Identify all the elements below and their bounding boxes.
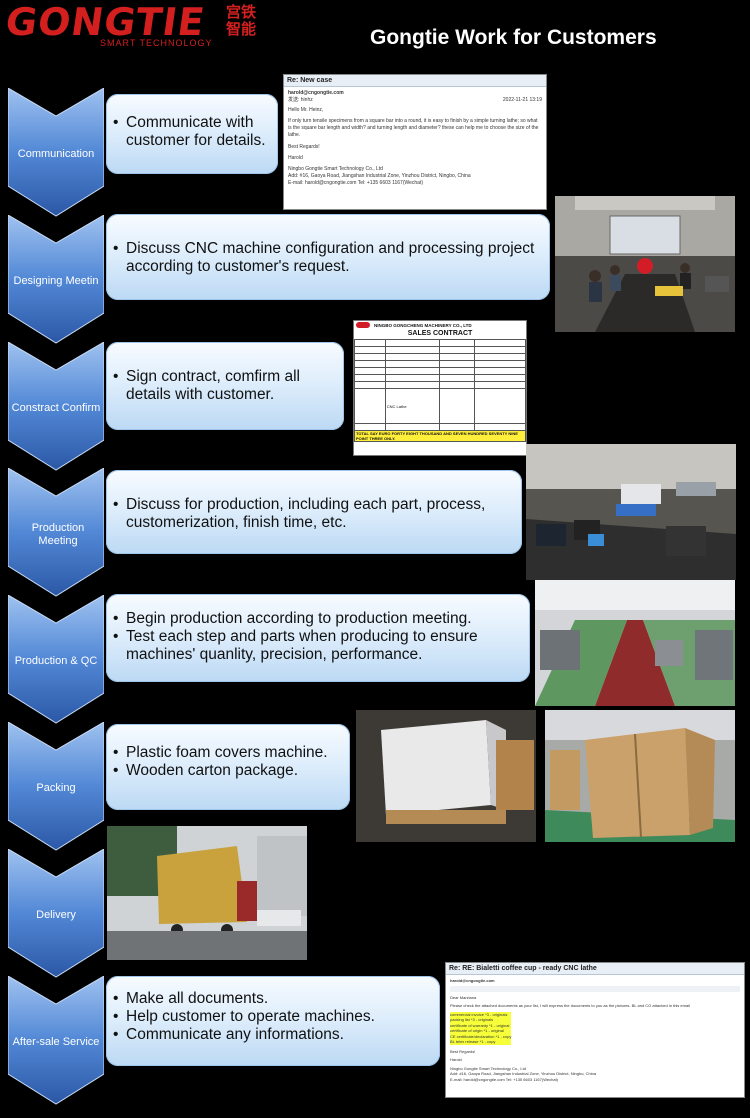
documents-email-screenshot: Re: RE: Bialetti coffee cup - ready CNC … [445, 962, 745, 1098]
bullet: Plastic foam covers machine. [113, 744, 350, 762]
step-chevron-designing: Designing Meetin [8, 215, 104, 345]
bullet: Begin production according to production… [113, 610, 530, 628]
email-address: Add: #16, Gaoya Road, Jiangshan Industri… [450, 1071, 597, 1076]
document-item: packing list *3 - originals [450, 1017, 494, 1022]
bullet: Make all documents. [113, 990, 440, 1008]
factory-floor-photo [535, 580, 735, 706]
email-date: 2022-11-21 13:19 [502, 97, 542, 103]
step-chevron-contract: Constract Confirm [8, 342, 104, 472]
step-panel-after-sale: Make all documents. Help customer to ope… [106, 976, 440, 1066]
email-subject: Re: RE: Bialetti coffee cup - ready CNC … [446, 963, 744, 975]
step-label: Communication [17, 148, 95, 160]
email-body: If only turn tensile specimens from a sq… [288, 118, 539, 138]
document-item: BL telex release *1 - copy [450, 1039, 496, 1044]
email-regards: Best Regards! [450, 1048, 476, 1054]
email-regards: Best Regards! [288, 144, 320, 150]
attachments-bar [450, 985, 740, 992]
document-item: CE certificate/declaration *1 - copy [450, 1033, 512, 1039]
email-subject: Re: New case [284, 75, 546, 87]
contract-table: CNC Lathe TOTAL SAY EURO FORTY EIGHT THO… [354, 339, 526, 442]
step-label: Production & QC [14, 655, 98, 667]
document-item: certificate of origin *1 - original [450, 1028, 504, 1033]
contract-total-note: TOTAL SAY EURO FORTY EIGHT THOUSAND AND … [354, 430, 526, 442]
step-panel-designing: Discuss CNC machine configuration and pr… [106, 214, 550, 300]
step-label: Production Meeting [31, 522, 85, 547]
email-name: Harold [288, 155, 303, 161]
foam-wrapped-machine-photo [356, 710, 536, 842]
email-from: harold@cngongtie.com [288, 90, 344, 96]
bullet: Communicate with customer for details. [113, 114, 278, 150]
email-contact: E-mail: harold@cngongtie.com Tel: +135 6… [450, 1076, 559, 1082]
step-chevron-delivery: Delivery [8, 849, 104, 979]
bullet: Discuss for production, including each p… [113, 496, 522, 532]
email-contact: E-mail: harold@cngongtie.com Tel: +135 6… [288, 180, 424, 186]
email-greeting: Hello Mr. Heinz, [288, 107, 324, 113]
email-address: Add: #16, Gaoya Road, Jiangshan Industri… [288, 173, 471, 179]
email-to: 发送: hinhz [288, 97, 313, 103]
bullet: Discuss CNC machine configuration and pr… [113, 240, 550, 276]
logo-tagline: SMART TECHNOLOGY [100, 38, 213, 48]
step-panel-packing: Plastic foam covers machine. Wooden cart… [106, 724, 350, 810]
document-item: certificate of warranty *1 - original [450, 1022, 510, 1028]
email-name: Harold [450, 1057, 462, 1062]
meeting-room-photo [555, 196, 735, 332]
bullet: Sign contract, comfirm all details with … [113, 368, 344, 404]
step-chevron-after-sale: After-sale Service [8, 976, 104, 1106]
step-label: Delivery [36, 909, 76, 921]
step-chevron-production-qc: Production & QC [8, 595, 104, 725]
page-title: Gongtie Work for Customers [370, 26, 657, 49]
step-label: Packing [36, 782, 76, 794]
contract-logo-icon [356, 322, 370, 328]
step-chevron-packing: Packing [8, 722, 104, 852]
step-panel-production-meeting: Discuss for production, including each p… [106, 470, 522, 554]
step-label: Constract Confirm [11, 402, 101, 414]
step-label: Designing Meetin [13, 275, 99, 287]
contract-company: NINGBO GONGCHENG MACHINERY CO., LTD [374, 322, 472, 328]
contract-title: SALES CONTRACT [407, 330, 473, 337]
production-meeting-photo [526, 444, 736, 580]
document-item: commercial invoice *3 - originals [450, 1011, 508, 1017]
contract-product: CNC Lathe [384, 388, 441, 424]
bullet: Help customer to operate machines. [113, 1008, 440, 1026]
step-label: After-sale Service [12, 1036, 100, 1048]
wooden-crate-photo [545, 710, 735, 842]
bullet: Communicate any informations. [113, 1026, 440, 1044]
email-greeting: Dear Marziana [450, 994, 477, 1000]
step-panel-contract: Sign contract, comfirm all details with … [106, 342, 344, 430]
bullet: Test each step and parts when producing … [113, 628, 530, 664]
sales-contract-document: NINGBO GONGCHENG MACHINERY CO., LTD SALE… [353, 320, 527, 456]
email-company: Ningbo Gongtie Smart Technology Co., Ltd [288, 166, 383, 172]
logo-chinese: 宫铁智能 [226, 4, 257, 38]
email-body: Please check the attached documents as y… [450, 1003, 690, 1008]
step-panel-production-qc: Begin production according to production… [106, 594, 530, 682]
email-from: harold@cngongtie.com [450, 978, 495, 983]
email-company: Ningbo Gongtie Smart Technology Co., Ltd [450, 1065, 526, 1071]
container-truck-photo [107, 826, 307, 960]
bullet: Wooden carton package. [113, 762, 350, 780]
step-panel-communication: Communicate with customer for details. [106, 94, 278, 174]
step-chevron-communication: Communication [8, 88, 104, 218]
step-chevron-production-meeting: Production Meeting [8, 468, 104, 598]
email-screenshot: Re: New case harold@cngongtie.com 发送: hi… [283, 74, 547, 210]
